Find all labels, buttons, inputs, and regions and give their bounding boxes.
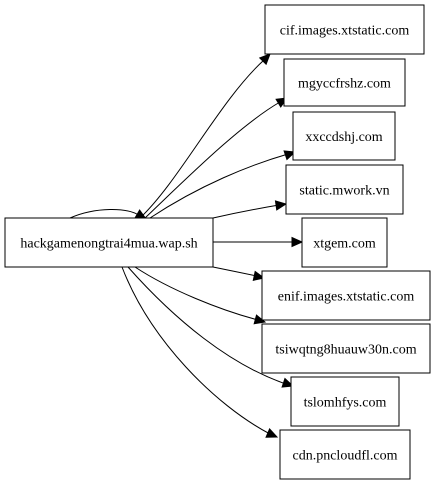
self-loop-edge: [69, 209, 141, 219]
target-node-t1-label: cif.images.xtstatic.com: [280, 24, 410, 39]
arrowhead-t3: [283, 150, 297, 161]
target-node-t7: tsiwqtng8huauw30n.com: [261, 323, 431, 374]
source-node-label: hackgamenongtrai4mua.wap.sh: [20, 237, 197, 252]
target-node-t2-box: [283, 58, 406, 107]
target-node-t4-label: static.mwork.vn: [299, 184, 389, 199]
target-node-t1-box: [264, 4, 425, 55]
edge-to-t7: [134, 266, 259, 321]
arrowhead-t1: [258, 53, 271, 66]
arrowhead-t9: [265, 428, 279, 438]
arrowhead-t5: [291, 236, 304, 248]
edge-to-t6: [212, 266, 258, 277]
edges: [69, 53, 304, 438]
source-node: hackgamenongtrai4mua.wap.sh: [4, 217, 214, 268]
target-node-t6: enif.images.xtstatic.com: [261, 270, 431, 321]
target-node-t1: cif.images.xtstatic.com: [264, 4, 425, 55]
source-node-box: [4, 217, 214, 268]
target-node-t2: mgyccfrshz.com: [283, 58, 406, 107]
arrowhead-t7: [253, 314, 267, 325]
target-node-t8-box: [290, 376, 400, 427]
edge-to-t3: [149, 153, 289, 219]
target-node-t6-label: enif.images.xtstatic.com: [278, 290, 415, 305]
target-node-t4: static.mwork.vn: [285, 164, 404, 215]
target-node-t3-label: xxccdshj.com: [305, 130, 382, 145]
target-node-t3-box: [292, 111, 396, 161]
target-node-t5-label: xtgem.com: [313, 237, 376, 252]
target-node-t5: xtgem.com: [301, 217, 388, 268]
target-node-t2-label: mgyccfrshz.com: [298, 77, 391, 92]
edge-to-t2: [144, 101, 281, 219]
target-node-t9-label: cdn.pncloudfl.com: [293, 449, 398, 464]
target-node-t5-box: [301, 217, 388, 268]
target-node-t9-box: [279, 429, 411, 480]
target-node-t8-label: tslomhfys.com: [304, 396, 387, 411]
nodes: hackgamenongtrai4mua.wap.sh cif.images.xt…: [4, 4, 431, 480]
target-node-t8: tslomhfys.com: [290, 376, 400, 427]
target-node-t4-box: [285, 164, 404, 215]
edge-to-t8: [127, 266, 287, 385]
target-node-t6-box: [261, 270, 431, 321]
arrowhead-t8: [281, 377, 295, 388]
target-node-t9: cdn.pncloudfl.com: [279, 429, 411, 480]
target-node-t7-box: [261, 323, 431, 374]
target-node-t3: xxccdshj.com: [292, 111, 396, 161]
arrowhead-t6: [252, 270, 266, 281]
edge-to-t4: [212, 204, 280, 219]
arrowhead-t4: [274, 200, 288, 211]
target-node-t7-label: tsiwqtng8huauw30n.com: [275, 343, 416, 358]
edge-to-t9: [121, 266, 271, 435]
edge-to-t1: [139, 59, 265, 219]
